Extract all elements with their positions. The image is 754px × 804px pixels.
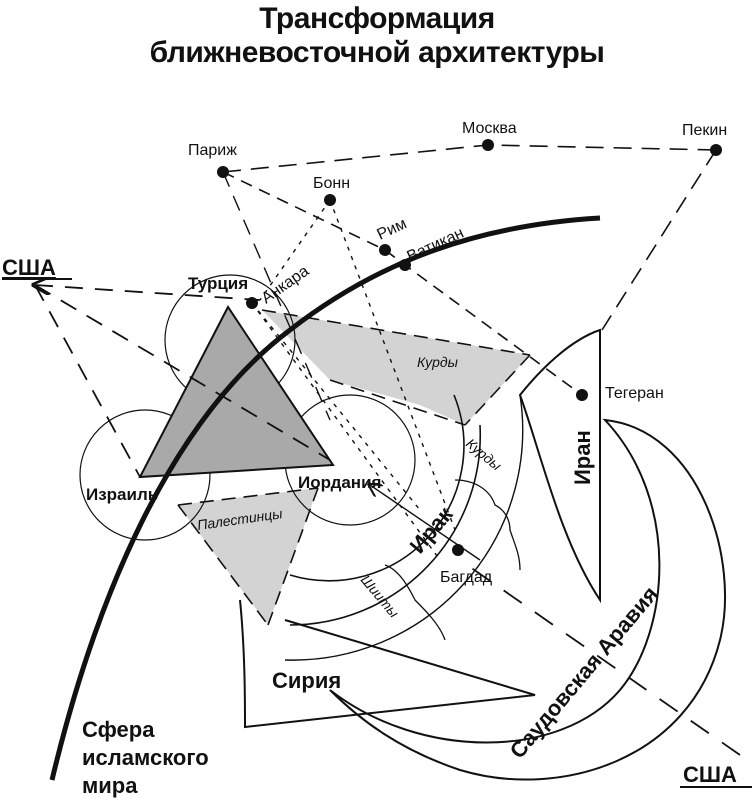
shiites-label: Шииты: [358, 572, 403, 621]
kurds-iraq-label: Курды: [463, 435, 505, 474]
paris-vatican-tehran-line: [222, 171, 583, 396]
syria-shape: [239, 599, 536, 729]
usa-top-label: США: [2, 255, 56, 280]
sphere-label-line-3: мира: [82, 773, 138, 798]
usa-bottom-label: США: [683, 762, 737, 787]
iraq-arc-inner: [289, 394, 465, 582]
palestinians-left-edge: [177, 504, 269, 626]
title-line-1: Трансформация: [259, 2, 495, 35]
beijing-dot: [710, 144, 722, 156]
usa-jordan-line: [34, 284, 331, 461]
tehran-label: Тегеран: [605, 385, 664, 402]
ankara-label: Анкара: [259, 263, 313, 308]
sphere-label-line-2: исламского: [82, 745, 209, 770]
iraq-arc-outer: [289, 424, 482, 626]
israel-jordan-line: [177, 487, 319, 506]
moscow-dot: [482, 139, 494, 151]
moscow-label: Москва: [462, 120, 517, 137]
ankara-dot: [246, 297, 258, 309]
baghdad-label: Багдад: [440, 569, 493, 586]
turkey-label: Турция: [188, 274, 248, 293]
palestinians-right-edge: [267, 487, 319, 626]
israel-label: Израиль: [86, 485, 158, 504]
paris-jordan-line: [222, 171, 331, 421]
usa-israel-line: [34, 284, 141, 478]
iran-label: Иран: [570, 430, 595, 485]
turkey-kurds-line: [261, 309, 531, 356]
beijing-label: Пекин: [682, 122, 727, 139]
shiites-border: [384, 564, 446, 641]
ankara-iraq-line-2: [251, 302, 441, 561]
kurds-right-edge: [464, 354, 531, 426]
kurds-border: [454, 479, 521, 571]
bonn-ankara-line: [259, 199, 331, 301]
kurds-lower-edge: [329, 379, 466, 426]
usa-bottom-line: [459, 559, 741, 756]
kurds-zone: [262, 310, 530, 425]
baghdad-dot: [452, 544, 464, 556]
saudi-arabia-crescent: [329, 418, 727, 781]
beijing-iran-line: [601, 149, 717, 331]
usa-turkey-line: [35, 285, 261, 301]
iraq-arc-outermost: [284, 394, 524, 661]
iran-shape: [518, 328, 601, 604]
palestinians-zone: [178, 488, 318, 625]
ankara-iraq-line-1: [251, 302, 421, 511]
israel-circle: [79, 409, 211, 541]
paris-dot: [217, 166, 229, 178]
tehran-dot: [576, 389, 588, 401]
diagram-title: Трансформация ближневосточной архитектур…: [0, 0, 754, 70]
title-line-2: ближневосточной архитектуры: [149, 36, 605, 69]
bonn-label: Бонн: [313, 175, 350, 192]
islamic-sphere-boundary: [49, 215, 601, 781]
saudi-arabia-label: Саудовская Аравия: [505, 581, 663, 763]
jordan-label: Иордания: [298, 473, 381, 492]
paris-label: Париж: [188, 142, 237, 159]
vatican-dot: [399, 259, 411, 271]
rome-dot: [379, 244, 391, 256]
syria-label: Сирия: [272, 668, 341, 693]
alliance-triangle: [138, 305, 335, 479]
bonn-dot: [324, 194, 336, 206]
sphere-label-line-1: Сфера: [82, 717, 155, 742]
kurds-main-label: Курды: [417, 354, 459, 370]
iraq-label: Ирак: [405, 501, 459, 558]
paris-moscow-beijing-line: [222, 144, 717, 173]
rome-label: Рим: [375, 215, 410, 243]
